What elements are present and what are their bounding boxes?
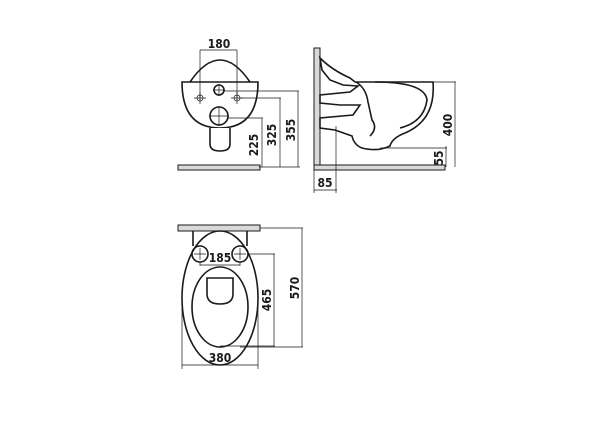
- dim-355: 355: [284, 119, 298, 142]
- side-dimension-lines: [313, 81, 456, 193]
- floor-section: [313, 164, 446, 171]
- bowl-front: [181, 81, 259, 129]
- dim-465: 465: [260, 289, 274, 312]
- bowl-section: [318, 55, 435, 151]
- side-view: 400 55 85: [313, 47, 456, 193]
- inner-bowl: [355, 81, 376, 137]
- bowl-rim-inner: [374, 81, 428, 129]
- dim-570: 570: [288, 277, 302, 300]
- dim-55: 55: [432, 150, 446, 165]
- dim-380: 380: [209, 351, 232, 365]
- cistern-dome: [189, 59, 251, 83]
- top-dimension-lines: [181, 227, 303, 369]
- dim-225: 225: [247, 134, 261, 157]
- dim-180: 180: [208, 37, 231, 51]
- outlet-pipe: [209, 128, 231, 152]
- seat-opening: [191, 266, 249, 348]
- floor-wall-strip: [177, 164, 261, 171]
- top-view: 185 380 465 570: [177, 224, 303, 369]
- fixing-crosses: [194, 84, 243, 126]
- mount-block: [192, 231, 248, 246]
- wall-section: [313, 47, 321, 171]
- drain-hole: [206, 277, 234, 305]
- front-view: 180 225 325 355: [177, 37, 300, 171]
- dim-85: 85: [317, 176, 332, 190]
- wall-strip: [177, 224, 261, 232]
- dim-400: 400: [441, 114, 455, 137]
- dim-185: 185: [209, 251, 232, 265]
- front-dimension-lines: [199, 49, 300, 168]
- dim-325: 325: [265, 124, 279, 147]
